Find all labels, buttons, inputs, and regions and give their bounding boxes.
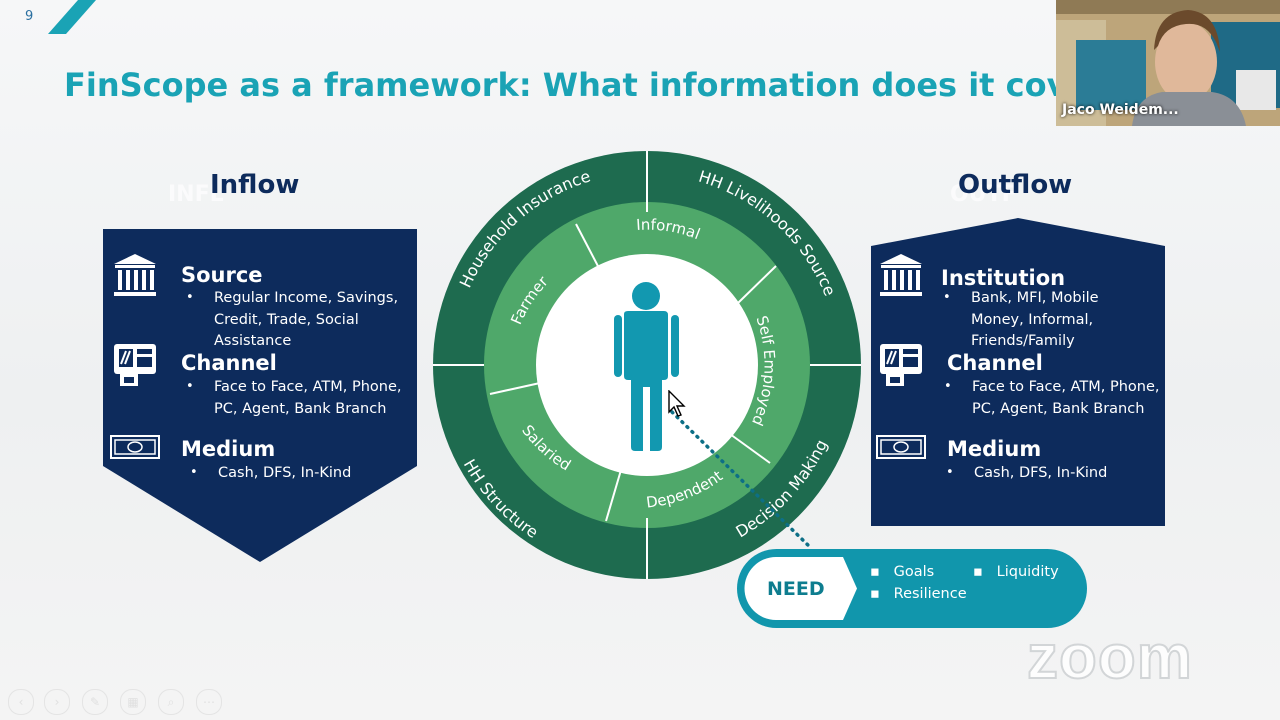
need-item-liquidity: ▪ Liquidity: [973, 564, 1059, 580]
mouse-cursor-icon: [668, 389, 688, 422]
inflow-source-text: Regular Income, Savings, Credit, Trade, …: [214, 290, 399, 349]
banknote-icon: [876, 434, 926, 464]
bank-icon: [878, 252, 924, 302]
need-item-resilience: ▪ Resilience: [870, 586, 967, 602]
zoom-slide-button[interactable]: ⌕: [158, 689, 184, 715]
outflow-ghost-text: OUTF: [950, 182, 1017, 207]
bullet-dot: •: [943, 290, 951, 305]
inflow-source-heading: Source: [181, 263, 263, 287]
banknote-icon: [110, 434, 160, 464]
more-options-button[interactable]: ⋯: [196, 689, 222, 715]
slide-number: 9: [25, 9, 34, 24]
bullet-dot: •: [946, 465, 954, 480]
zoom-watermark: zoom: [1026, 622, 1193, 693]
bullet-dot: •: [186, 290, 194, 305]
see-all-slides-button[interactable]: ▦: [120, 689, 146, 715]
bullet-dot: •: [186, 379, 194, 394]
webcam-video-tile[interactable]: Jaco Weidem...: [1056, 0, 1280, 126]
webcam-scene: [1056, 0, 1280, 126]
inflow-title: Inflow: [210, 170, 300, 200]
outflow-title: Outflow: [958, 170, 1073, 200]
previous-slide-button[interactable]: ‹: [8, 689, 34, 715]
inflow-channel-heading: Channel: [181, 351, 277, 375]
outflow-channel-text: Face to Face, ATM, Phone, PC, Agent, Ban…: [972, 379, 1160, 417]
outflow-channel-heading: Channel: [947, 351, 1043, 375]
pen-tool-button[interactable]: ✎: [82, 689, 108, 715]
person-icon: [612, 281, 682, 457]
next-slide-button[interactable]: ›: [44, 689, 70, 715]
corner-accent: [48, 0, 96, 34]
inflow-medium-heading: Medium: [181, 437, 276, 461]
inflow-ghost-text: INFL: [168, 182, 224, 207]
bullet-dot: •: [944, 379, 952, 394]
participant-name: Jaco Weidem...: [1062, 102, 1179, 118]
outflow-medium-heading: Medium: [947, 437, 1042, 461]
outflow-institution-heading: Institution: [941, 266, 1066, 290]
atm-icon: [112, 342, 158, 392]
atm-icon: [878, 342, 924, 392]
need-badge-shape: [744, 557, 857, 620]
inflow-channel-text: Face to Face, ATM, Phone, PC, Agent, Ban…: [214, 379, 402, 417]
outflow-medium-text: Cash, DFS, In-Kind: [974, 465, 1108, 481]
need-connector: [670, 410, 814, 551]
bullet-dot: •: [190, 465, 198, 480]
slide-title: FinScope as a framework: What informatio…: [64, 66, 1124, 104]
outflow-institution-text: Bank, MFI, Mobile Money, Informal, Frien…: [971, 290, 1099, 349]
bank-icon: [112, 252, 158, 302]
need-item-goals: ▪ Goals: [870, 564, 935, 580]
need-callout: NEED ▪ Goals ▪ Liquidity ▪ Resilience: [737, 549, 1087, 628]
inflow-medium-text: Cash, DFS, In-Kind: [218, 465, 352, 481]
need-label: NEED: [767, 578, 825, 600]
